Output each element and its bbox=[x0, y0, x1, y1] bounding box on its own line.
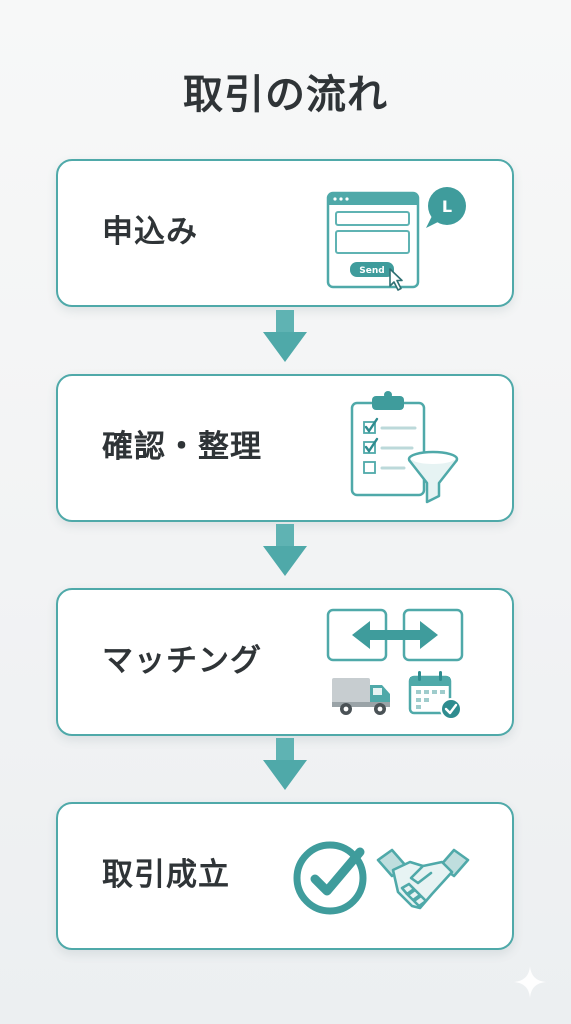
chat-bubble-icon: L bbox=[426, 187, 466, 228]
step-card-deal-closed: 取引成立 bbox=[56, 802, 514, 950]
check-circle-icon bbox=[293, 841, 367, 915]
step-label: 取引成立 bbox=[102, 857, 230, 893]
double-arrow-icon bbox=[352, 621, 438, 649]
chat-bubble-letter: L bbox=[442, 197, 452, 216]
check-handshake-illustration bbox=[293, 841, 470, 915]
funnel-icon bbox=[407, 450, 459, 504]
clipboard-checklist-funnel-illustration bbox=[350, 391, 459, 504]
step-card-matching: マッチング bbox=[56, 588, 514, 736]
down-arrow-icon bbox=[263, 738, 307, 790]
page-title: 取引の流れ bbox=[183, 72, 388, 118]
send-button-label: Send bbox=[359, 266, 384, 276]
sparkle-icon bbox=[514, 966, 546, 998]
clip-icon bbox=[372, 396, 404, 410]
exchange-truck-calendar-illustration bbox=[326, 608, 464, 720]
check-icon bbox=[364, 437, 379, 454]
step-card-application: 申込み Send L bbox=[56, 159, 514, 307]
down-arrow-icon bbox=[263, 310, 307, 362]
down-arrow-icon bbox=[263, 524, 307, 576]
web-form-illustration: Send L bbox=[326, 187, 466, 291]
handshake-icon bbox=[376, 848, 470, 910]
check-icon bbox=[364, 417, 379, 434]
truck-icon bbox=[332, 678, 390, 715]
step-label: 申込み bbox=[102, 214, 198, 250]
step-card-review: 確認・整理 bbox=[56, 374, 514, 522]
cursor-icon bbox=[389, 268, 403, 291]
step-label: 確認・整理 bbox=[102, 429, 262, 465]
calendar-icon bbox=[408, 671, 462, 720]
step-label: マッチング bbox=[102, 643, 262, 679]
